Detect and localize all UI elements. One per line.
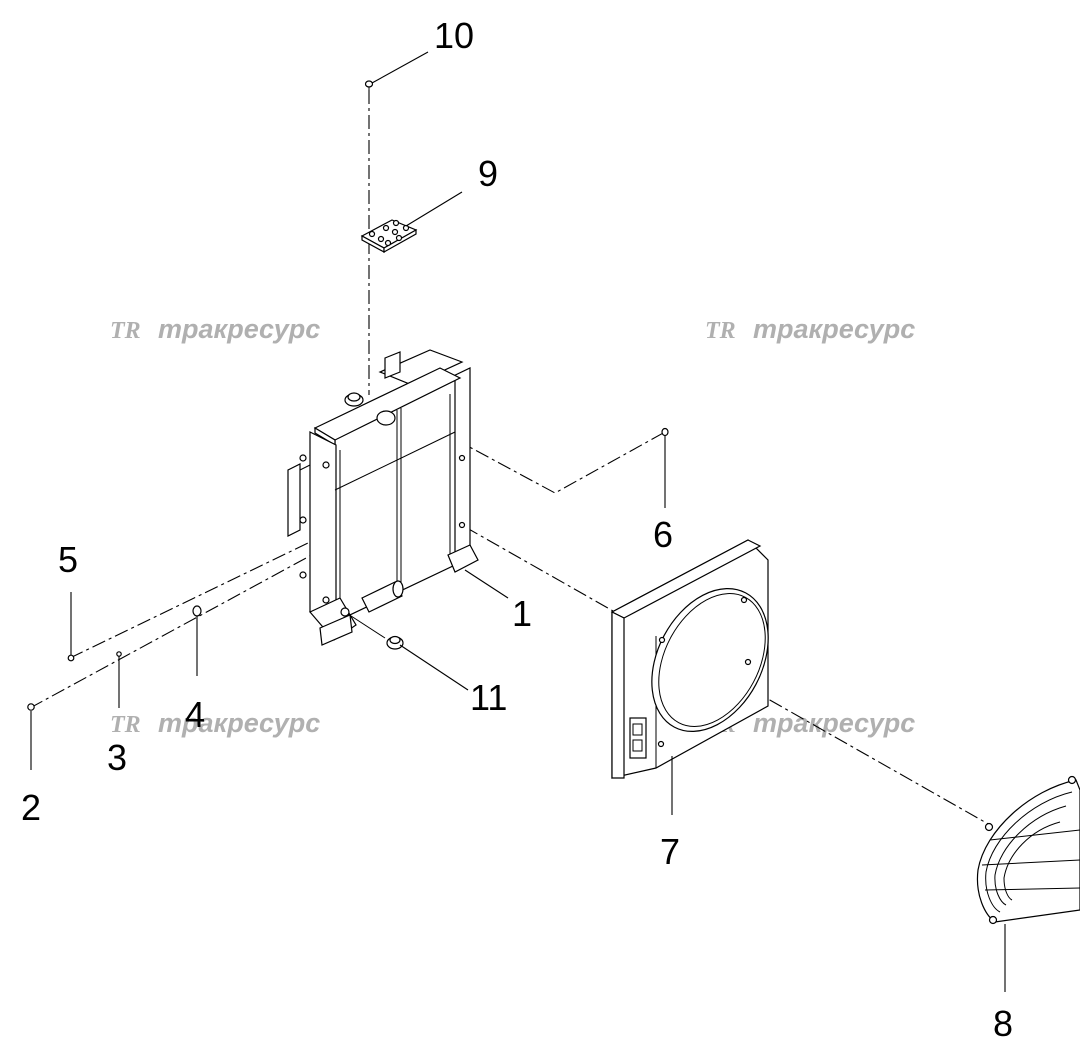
washer-4 <box>192 605 202 617</box>
bolt-6 <box>661 427 669 437</box>
watermark-top-left: TR тракресурс <box>110 314 320 344</box>
washer-3 <box>116 651 122 657</box>
watermark-logo: TR <box>110 712 141 738</box>
callout-10: 10 <box>434 15 474 56</box>
callout-1: 1 <box>512 593 532 634</box>
callout-4: 4 <box>185 694 205 735</box>
radiator-1 <box>287 349 479 646</box>
axis-bolt-5 <box>69 529 336 659</box>
callout-5: 5 <box>58 539 78 580</box>
callout-6: 6 <box>653 514 673 555</box>
bolt-2 <box>27 703 35 711</box>
callout-labels: 10 9 1 11 6 5 4 3 2 7 8 <box>21 15 1013 1044</box>
nut-11 <box>386 635 404 650</box>
leader-11 <box>399 644 469 691</box>
leader-10 <box>371 51 429 84</box>
axis-bolt-2 <box>29 544 331 709</box>
fan-shroud-7 <box>610 539 769 779</box>
watermark-bottom-right: TR тракресурс <box>705 708 915 738</box>
callout-8: 8 <box>993 1003 1013 1044</box>
watermark-top-right: TR тракресурс <box>705 314 915 344</box>
fan-guard-8 <box>976 775 1080 925</box>
axis-fan-guard <box>399 489 991 826</box>
watermark-text: тракресурс <box>753 708 915 738</box>
callout-2: 2 <box>21 787 41 828</box>
mounting-plate-9 <box>360 219 418 254</box>
watermark-text: тракресурс <box>158 314 320 344</box>
watermark-logo: TR <box>705 318 736 344</box>
callout-3: 3 <box>107 737 127 778</box>
leader-9 <box>405 191 463 227</box>
watermark-logo: TR <box>110 318 141 344</box>
watermark-text: тракресурс <box>158 708 320 738</box>
bolt-5 <box>67 654 75 662</box>
callout-9: 9 <box>478 153 498 194</box>
bolt-10 <box>364 80 374 92</box>
callout-11: 11 <box>470 677 507 718</box>
watermark-bottom-left: TR тракресурс <box>110 708 320 738</box>
callout-7: 7 <box>660 831 680 872</box>
leader-lines <box>30 51 1006 992</box>
watermark-text: тракресурс <box>753 314 915 344</box>
leader-1 <box>464 569 509 599</box>
